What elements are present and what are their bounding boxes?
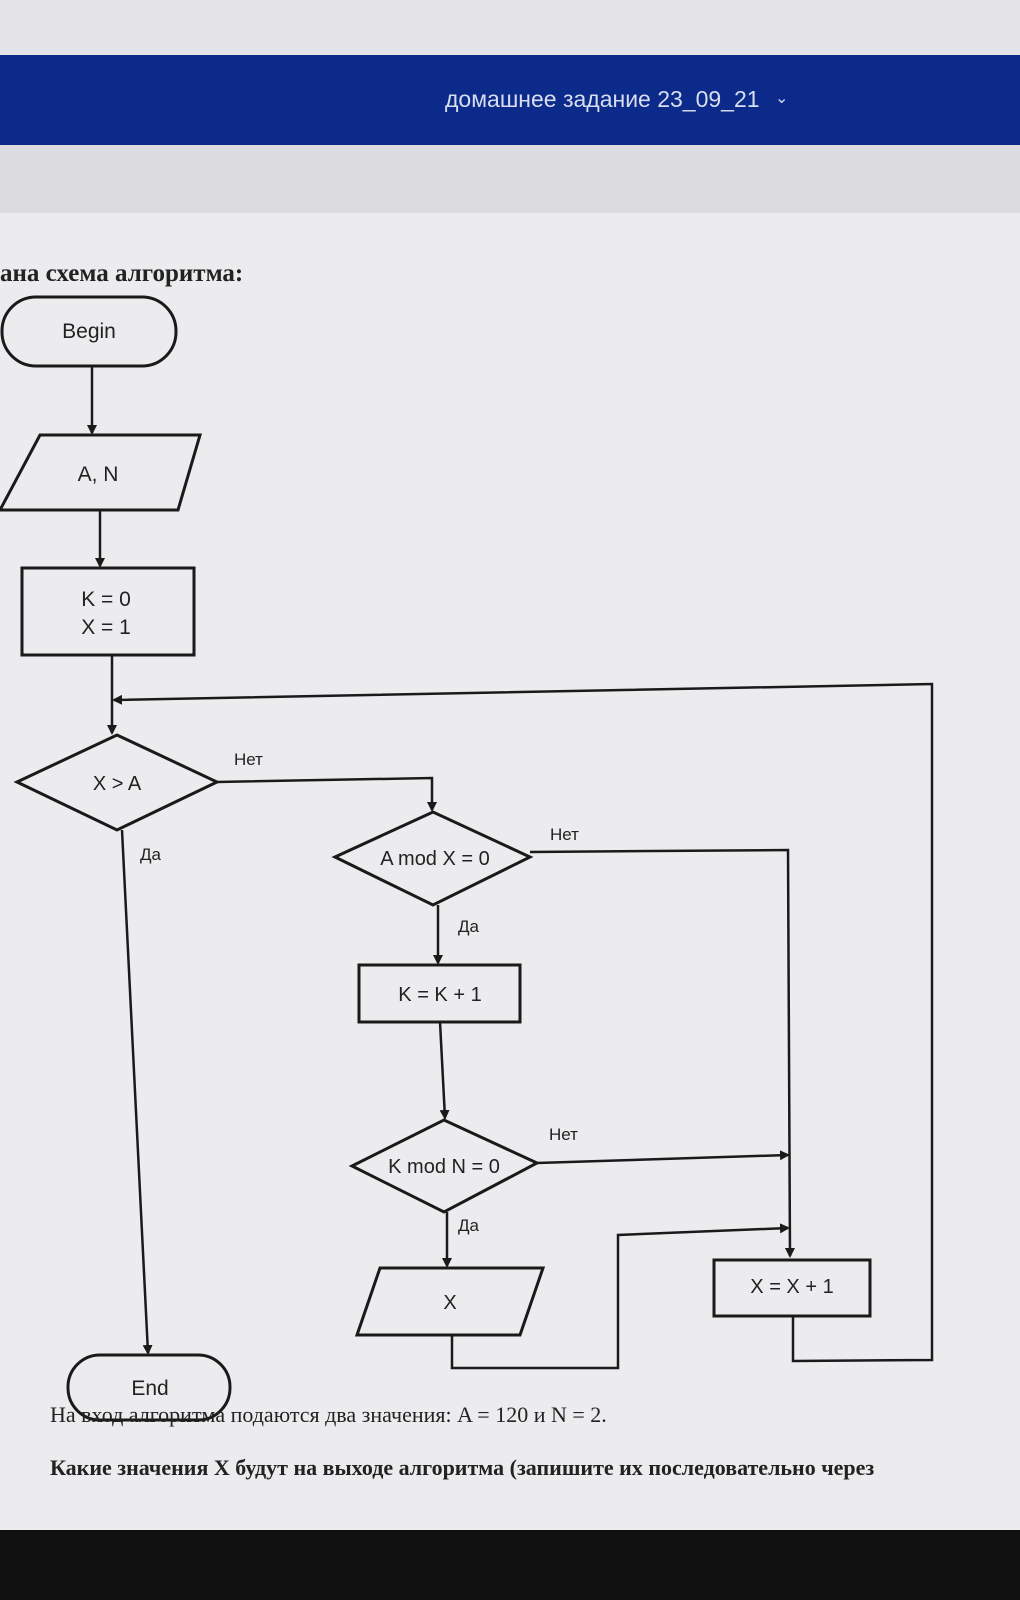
init-block: K = 0 X = 1 [20,566,196,657]
svg-text:X = X + 1: X = X + 1 [750,1276,833,1298]
intro-text: ана схема алгоритма: [0,260,244,287]
arrow [120,829,153,1355]
cond-a-mod-x: A mod X = 0 [331,810,534,907]
question-line-2: Какие значения X будут на выходе алгорит… [50,1455,875,1480]
loop-arrow [112,682,934,1363]
svg-text:A, N: A, N [78,463,119,486]
yes-label: Да [458,917,480,936]
no-label: Нет [550,825,579,844]
svg-text:Begin: Begin [62,320,116,343]
arrow [438,1021,450,1120]
svg-text:K = 0: K = 0 [81,588,131,611]
chevron-down-icon[interactable]: ⌄ [775,90,789,107]
svg-text:X > A: X > A [93,773,142,795]
cond-x-gt-a: X > A [13,733,221,832]
header-bar [0,55,1020,145]
cond-k-mod-n: K mod N = 0 [348,1118,541,1214]
begin-terminal: Begin [0,295,178,368]
top-strip [0,0,1020,55]
arrow [529,848,795,1258]
svg-text:End: End [131,1377,168,1400]
svg-text:K mod N = 0: K mod N = 0 [388,1156,500,1178]
yes-label: Да [458,1216,480,1235]
svg-text:X: X [443,1292,456,1314]
inc-x-block: X = X + 1 [712,1258,872,1318]
toolbar-area [0,145,1020,213]
no-label: Нет [234,750,263,769]
question-line-1: На вход алгоритма подаются два значения:… [50,1402,607,1427]
arrow [536,1150,790,1165]
document-page [0,213,1020,1530]
arrow [450,1223,790,1370]
svg-text:A mod X = 0: A mod X = 0 [380,848,490,870]
svg-text:K = K + 1: K = K + 1 [398,984,481,1006]
yes-label: Да [140,845,162,864]
end-terminal: End [66,1353,232,1422]
output-block: X [354,1266,546,1337]
no-label: Нет [549,1125,578,1144]
screen-bezel [0,1530,1020,1600]
arrow [216,776,437,812]
svg-text:X = 1: X = 1 [81,616,131,639]
inc-k-block: K = K + 1 [357,963,522,1024]
document-title[interactable]: домашнее задание 23_09_21 [445,86,760,112]
input-block: A, N [0,433,203,512]
